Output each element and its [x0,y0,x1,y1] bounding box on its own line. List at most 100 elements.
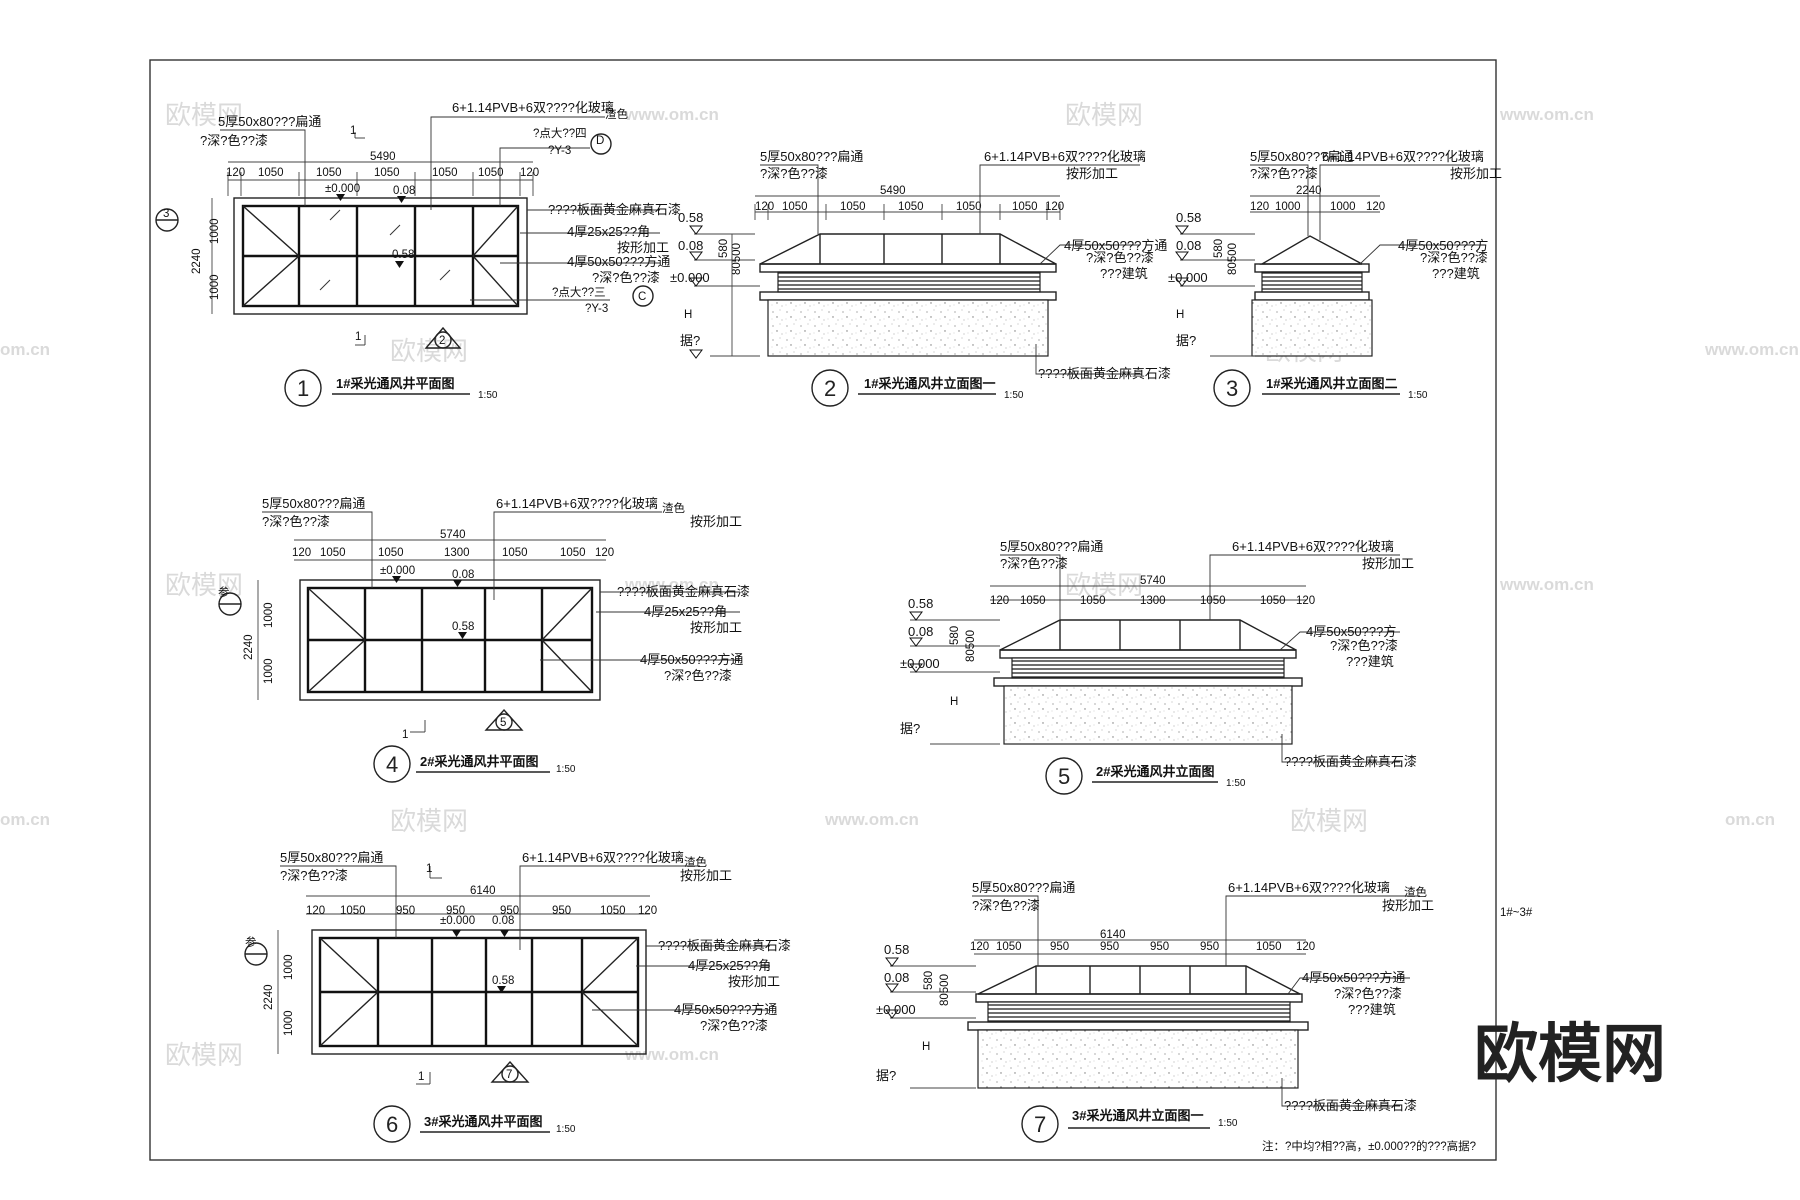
svg-text:1:50: 1:50 [1218,1118,1238,1129]
svg-text:6: 6 [386,1112,398,1137]
elevation-2: 5490 120 1050 1050 1050 1050 1050 120 0.… [670,149,1171,407]
svg-text:2: 2 [439,335,445,347]
svg-text:据?: 据? [1176,333,1196,348]
plan-1: 5490 120 1050 1050 1050 1050 1050 120 22… [155,100,681,407]
svg-text:按形加工: 按形加工 [1382,898,1434,913]
svg-text:±0.000: ±0.000 [876,1002,916,1017]
svg-text:120: 120 [595,547,614,559]
svg-text:5490: 5490 [880,185,906,197]
svg-text:1050: 1050 [996,941,1022,953]
svg-text:1000: 1000 [283,954,295,980]
svg-text:渣色: 渣色 [1404,885,1427,899]
svg-text:6140: 6140 [470,885,496,897]
svg-text:渣色: 渣色 [605,107,628,121]
svg-text:欧模网: 欧模网 [1290,807,1368,837]
svg-text:1: 1 [402,729,408,741]
svg-text:4厚25x25??角: 4厚25x25??角 [567,224,650,239]
svg-text:5厚50x80???扁通: 5厚50x80???扁通 [218,114,321,129]
svg-text:按形加工: 按形加工 [1066,166,1118,181]
svg-text:om.cn: om.cn [0,340,50,359]
svg-text:1050: 1050 [782,201,808,213]
svg-text:1000: 1000 [263,658,275,684]
svg-text:2: 2 [824,376,836,401]
svg-text:www.om.cn: www.om.cn [624,105,719,124]
elevation-5: 5740 120 1050 1050 1300 1050 1050 120 0.… [900,539,1417,795]
svg-text:1:50: 1:50 [556,1124,576,1135]
svg-text:5厚50x80???扁通: 5厚50x80???扁通 [972,880,1075,895]
svg-text:按形加工: 按形加工 [728,974,780,989]
svg-text:6+1.14PVB+6双????化玻璃: 6+1.14PVB+6双????化玻璃 [984,149,1146,164]
svg-text:1: 1 [355,331,361,343]
svg-text:?深?色??漆: ?深?色??漆 [262,514,330,529]
sheet-border [149,59,1497,1161]
svg-text:120: 120 [520,167,539,179]
svg-text:1:50: 1:50 [556,764,576,775]
svg-text:????板面黄金麻真石漆: ????板面黄金麻真石漆 [658,938,791,953]
svg-text:7: 7 [1034,1112,1046,1137]
svg-text:1:50: 1:50 [1004,390,1024,401]
svg-text:120: 120 [970,941,989,953]
svg-text:?深?色??漆: ?深?色??漆 [1334,986,1402,1001]
svg-text:950: 950 [1100,941,1119,953]
svg-text:0.58: 0.58 [884,942,909,957]
svg-text:1#采光通风井平面图: 1#采光通风井平面图 [336,376,454,391]
svg-text:欧模网: 欧模网 [390,807,468,837]
svg-text:0.58: 0.58 [678,210,703,225]
svg-text:580: 580 [1213,239,1225,258]
svg-text:渣色: 渣色 [662,501,685,515]
svg-text:参: 参 [218,585,230,599]
svg-text:1050: 1050 [840,201,866,213]
svg-text:4厚25x25??角: 4厚25x25??角 [644,604,727,619]
plan-3: 6140 120 1050 950 950 950 950 1050 120 2… [244,850,791,1143]
svg-text:???建筑: ???建筑 [1432,266,1480,281]
svg-text:1300: 1300 [1140,595,1166,607]
svg-text:120: 120 [990,595,1009,607]
svg-text:80500: 80500 [731,243,743,275]
svg-text:120: 120 [1296,941,1315,953]
svg-text:5: 5 [500,717,506,729]
svg-text:4厚50x50???方通: 4厚50x50???方通 [640,652,743,667]
svg-text:4厚50x50???方: 4厚50x50???方 [1306,624,1396,639]
svg-text:950: 950 [1200,941,1219,953]
svg-text:D: D [596,135,604,147]
svg-text:±0.000: ±0.000 [380,565,415,577]
svg-text:1#采光通风井立面图一: 1#采光通风井立面图一 [864,376,995,391]
svg-text:www.om.cn: www.om.cn [1499,105,1594,124]
svg-text:6+1.14PVB+6双????化玻璃: 6+1.14PVB+6双????化玻璃 [1228,880,1390,895]
svg-text:1000: 1000 [209,218,221,244]
svg-text:1000: 1000 [1330,201,1356,213]
svg-text:±0.000: ±0.000 [670,270,710,285]
svg-text:1300: 1300 [444,547,470,559]
svg-text:欧模网: 欧模网 [390,337,468,367]
svg-text:1050: 1050 [560,547,586,559]
svg-text:80500: 80500 [939,974,951,1006]
svg-text:?深?色??漆: ?深?色??漆 [700,1018,768,1033]
svg-text:欧模网: 欧模网 [165,101,243,131]
plan-2: 5740 120 1050 1050 1300 1050 1050 120 22… [218,496,750,783]
svg-text:5厚50x80???扁通: 5厚50x80???扁通 [1250,149,1353,164]
svg-text:1050: 1050 [1012,201,1038,213]
svg-text:5740: 5740 [1140,575,1166,587]
svg-text:???建筑: ???建筑 [1346,654,1394,669]
svg-text:0.58: 0.58 [452,621,474,633]
svg-text:www.om.cn: www.om.cn [624,1045,719,1064]
svg-text:1:50: 1:50 [1408,390,1428,401]
svg-text:1050: 1050 [478,167,504,179]
svg-text:80500: 80500 [965,630,977,662]
svg-text:www.om.cn: www.om.cn [1499,575,1594,594]
svg-text:?深?色??漆: ?深?色??漆 [1330,638,1398,653]
svg-text:4厚50x50???方通: 4厚50x50???方通 [567,254,670,269]
sheet-tag: 1#~3# [1500,907,1533,919]
svg-text:1050: 1050 [1256,941,1282,953]
svg-text:?深?色??漆: ?深?色??漆 [664,668,732,683]
svg-text:?深?色??漆: ?深?色??漆 [280,868,348,883]
svg-text:????板面黄金麻真石漆: ????板面黄金麻真石漆 [1284,1098,1417,1113]
svg-text:1: 1 [418,1071,424,1083]
svg-text:1#采光通风井立面图二: 1#采光通风井立面图二 [1266,376,1397,391]
svg-text:?深?色??漆: ?深?色??漆 [1086,250,1154,265]
svg-text:3: 3 [163,208,169,220]
svg-text:1050: 1050 [320,547,346,559]
svg-text:950: 950 [396,905,415,917]
svg-text:0.08: 0.08 [884,970,909,985]
svg-text:1:50: 1:50 [478,390,498,401]
